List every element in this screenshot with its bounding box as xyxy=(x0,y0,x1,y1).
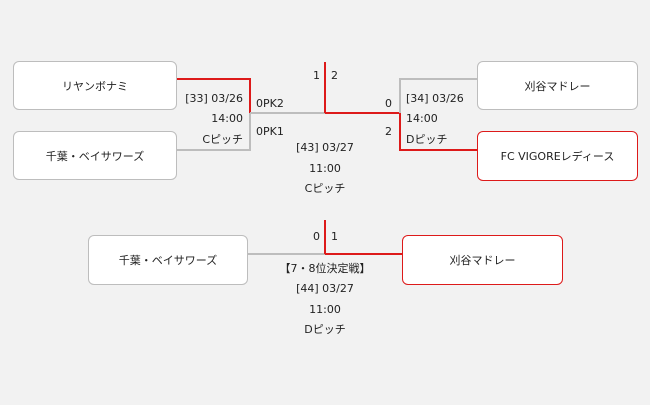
line-right-bottom-winner xyxy=(399,113,477,151)
match-pitch: Dピッチ xyxy=(406,133,448,146)
final-score-right: 2 xyxy=(331,69,338,82)
placement-score-left: 0 xyxy=(313,230,320,243)
pk-score-top: 0PK2 xyxy=(256,97,284,110)
pk-score-bottom: 0PK1 xyxy=(256,125,284,138)
line-right-top xyxy=(399,78,477,113)
team-name: リヤンボナミ xyxy=(62,79,128,93)
team-name: 千葉・ベイサワーズ xyxy=(45,149,145,163)
team-name: 刈谷マドレー xyxy=(524,79,591,93)
final-match-number: [43] 03/27 xyxy=(296,141,354,154)
team-box-placement-kariya-madre[interactable]: 刈谷マドレー xyxy=(402,235,563,285)
score-bottom: 2 xyxy=(385,125,392,138)
final-score-left: 1 xyxy=(313,69,320,82)
match-number: [33] 03/26 xyxy=(185,92,243,105)
placement-title: 【7・8位決定戦】 xyxy=(279,262,371,275)
placement-score-right: 1 xyxy=(331,230,338,243)
team-box-placement-chiba-bay-sowers[interactable]: 千葉・ベイサワーズ xyxy=(88,235,248,285)
final-match-time: 11:00 xyxy=(309,162,341,175)
team-name: FC VIGOREレディース xyxy=(500,150,615,163)
final-match-pitch: Cピッチ xyxy=(304,182,346,195)
line-left-top-winner xyxy=(177,78,251,113)
match-time: 14:00 xyxy=(406,112,438,125)
team-box-fc-vigore-ladies[interactable]: FC VIGOREレディース xyxy=(477,131,638,181)
team-box-kariya-madre[interactable]: 刈谷マドレー xyxy=(477,61,638,110)
placement-match-pitch: Dピッチ xyxy=(304,323,346,336)
match-time: 14:00 xyxy=(211,112,243,125)
match-pitch: Cピッチ xyxy=(202,133,243,146)
team-name: 刈谷マドレー xyxy=(449,254,516,267)
line-left-bottom xyxy=(177,113,251,151)
team-name: 千葉・ベイサワーズ xyxy=(118,254,218,267)
placement-match-number: [44] 03/27 xyxy=(296,282,354,295)
score-top: 0 xyxy=(385,97,392,110)
match-number: [34] 03/26 xyxy=(406,92,464,105)
team-box-chiba-bay-sowers[interactable]: 千葉・ベイサワーズ xyxy=(13,131,177,180)
placement-match-time: 11:00 xyxy=(309,303,341,316)
team-box-riyan-bonami[interactable]: リヤンボナミ xyxy=(13,61,177,110)
